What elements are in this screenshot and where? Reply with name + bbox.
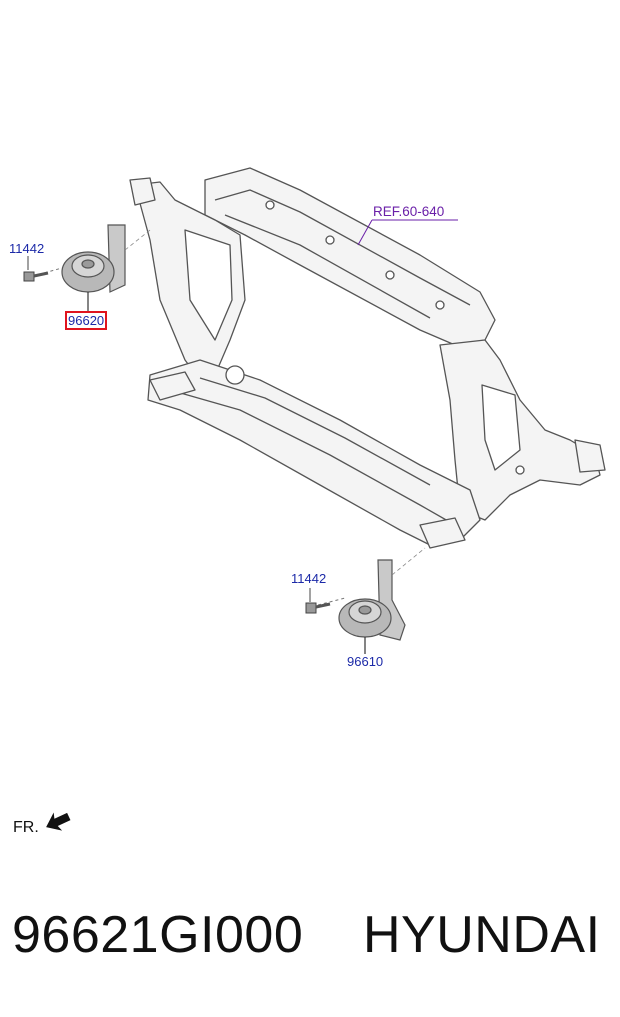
callout-bolt-left: 11442 (9, 241, 45, 256)
parts-diagram (23, 167, 606, 831)
brand-name: HYUNDAI (363, 906, 601, 964)
callout-horn-right: 96610 (347, 654, 384, 669)
carrier-frame (129, 167, 606, 549)
assembly-lines (124, 229, 426, 576)
bolt-right (305, 588, 346, 614)
reference-leader (357, 219, 458, 246)
bolt-left (23, 256, 63, 282)
footer-bar (0, 870, 620, 1017)
callout-bolt-right: 11442 (291, 571, 327, 586)
front-marker-label: FR. (13, 819, 39, 836)
horn-left (61, 224, 126, 312)
callout-horn-left-highlighted[interactable]: 96620 (65, 311, 108, 330)
horn-right (338, 559, 406, 654)
front-arrow-icon (46, 812, 71, 831)
part-number: 96621GI000 (12, 906, 304, 964)
callout-reference: REF.60-640 (373, 204, 445, 219)
